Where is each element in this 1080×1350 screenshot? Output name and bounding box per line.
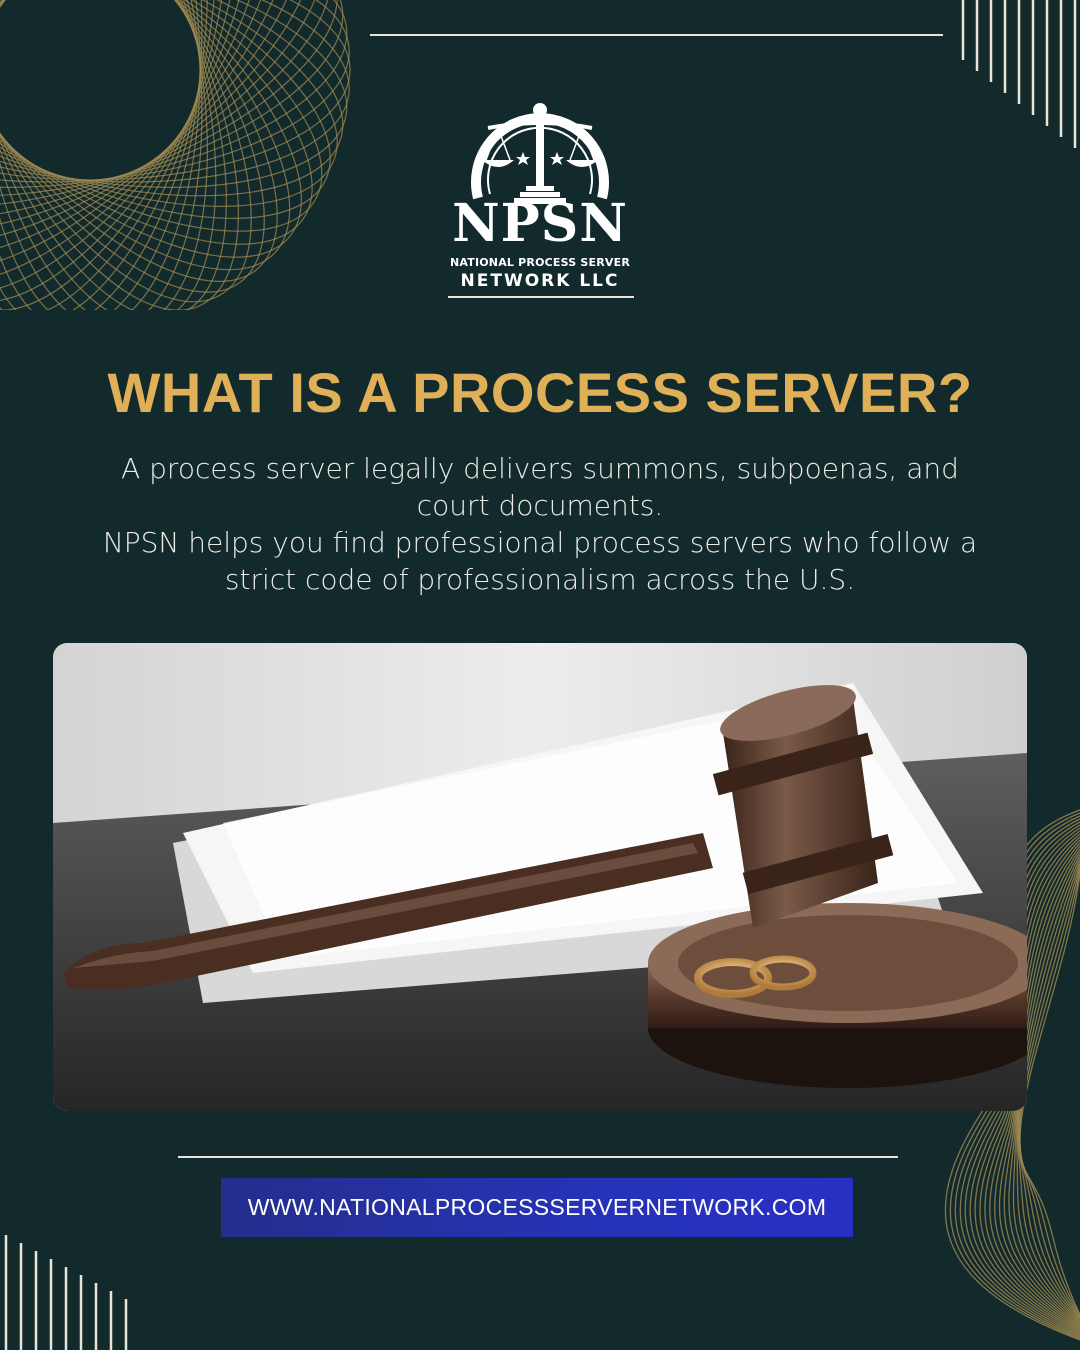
description: A process server legally delivers summon… bbox=[90, 450, 990, 598]
vertical-lines-bottom-left bbox=[4, 1235, 128, 1350]
logo-underline bbox=[448, 296, 634, 298]
bottom-divider bbox=[178, 1156, 898, 1158]
npsn-logo: NPSN NATIONAL PROCESS SERVER NETWORK LLC bbox=[440, 90, 640, 305]
description-paragraph-1: A process server legally delivers summon… bbox=[121, 452, 959, 522]
description-paragraph-2: NPSN helps you find professional process… bbox=[102, 526, 978, 596]
vertical-lines-top-right bbox=[961, 0, 1077, 148]
website-url[interactable]: WWW.NATIONALPROCESSSERVERNETWORK.COM bbox=[247, 1194, 827, 1220]
logo-name-line2: NETWORK LLC bbox=[460, 271, 620, 291]
logo-abbreviation: NPSN bbox=[452, 193, 628, 254]
page-title: WHAT IS A PROCESS SERVER? bbox=[107, 361, 973, 424]
scales-of-justice-seal-icon bbox=[471, 103, 609, 204]
top-divider bbox=[370, 34, 943, 36]
spiral-pattern-top-left bbox=[0, 0, 351, 310]
website-link[interactable]: WWW.NATIONALPROCESSSERVERNETWORK.COM bbox=[221, 1178, 853, 1237]
logo-name-line1: NATIONAL PROCESS SERVER bbox=[449, 256, 631, 269]
gavel-with-wedding-rings-photo bbox=[53, 643, 1027, 1111]
